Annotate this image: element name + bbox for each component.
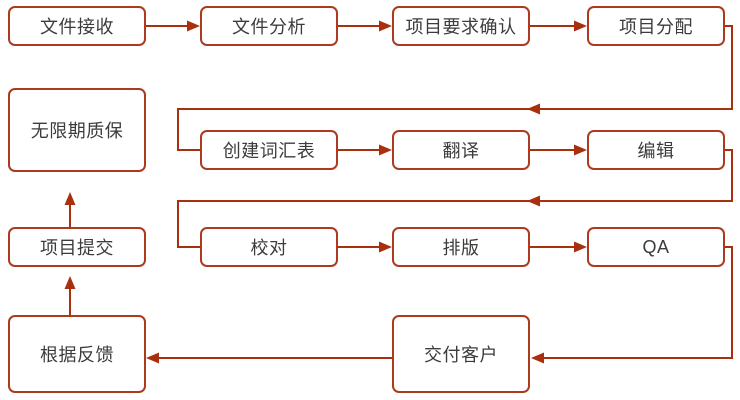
arrowhead-right-icon <box>379 241 392 253</box>
arrowhead-right-icon <box>379 20 392 32</box>
arrow-proofreading-to-typesetting <box>338 241 392 253</box>
arrow-typesetting-to-qa <box>530 241 587 253</box>
arrowhead-up-icon <box>64 276 76 289</box>
node-file-analysis: 文件分析 <box>200 6 338 46</box>
arrow-project-assignment-to-create-glossary <box>177 25 733 151</box>
arrow-feedback-to-project-submission <box>64 276 76 315</box>
arrowhead-left-icon <box>146 352 159 364</box>
arrow-project-submission-to-unlimited-warranty <box>64 192 76 227</box>
node-typesetting: 排版 <box>392 227 530 267</box>
arrow-requirements-confirmation-to-project-assignment <box>530 20 587 32</box>
arrowhead-left-icon <box>531 352 544 364</box>
arrowhead-right-icon <box>379 144 392 156</box>
arrow-editing-to-proofreading <box>177 149 733 248</box>
node-deliver-to-client: 交付客户 <box>392 315 530 393</box>
arrow-translation-to-editing <box>530 144 587 156</box>
arrow-file-receiving-to-file-analysis <box>146 20 200 32</box>
arrow-file-analysis-to-requirements-confirmation <box>338 20 392 32</box>
arrow-create-glossary-to-translation <box>338 144 392 156</box>
arrowhead-right-icon <box>187 20 200 32</box>
node-project-assignment: 项目分配 <box>587 6 725 46</box>
arrowhead-right-icon <box>574 20 587 32</box>
node-project-submission: 项目提交 <box>8 227 146 267</box>
node-requirements-confirmation: 项目要求确认 <box>392 6 530 46</box>
arrow-qa-to-deliver-to-client <box>531 246 733 364</box>
arrowhead-right-icon <box>574 241 587 253</box>
arrowhead-up-icon <box>64 192 76 205</box>
node-unlimited-warranty: 无限期质保 <box>8 88 146 172</box>
node-translation: 翻译 <box>392 130 530 170</box>
arrow-deliver-to-client-to-feedback <box>146 352 392 364</box>
node-create-glossary: 创建词汇表 <box>200 130 338 170</box>
arrowhead-left-icon <box>527 103 540 115</box>
node-file-receiving: 文件接收 <box>8 6 146 46</box>
node-feedback: 根据反馈 <box>8 315 146 393</box>
node-proofreading: 校对 <box>200 227 338 267</box>
arrowhead-right-icon <box>574 144 587 156</box>
node-editing: 编辑 <box>587 130 725 170</box>
arrowhead-left-icon <box>527 195 540 207</box>
node-qa: QA <box>587 227 725 267</box>
